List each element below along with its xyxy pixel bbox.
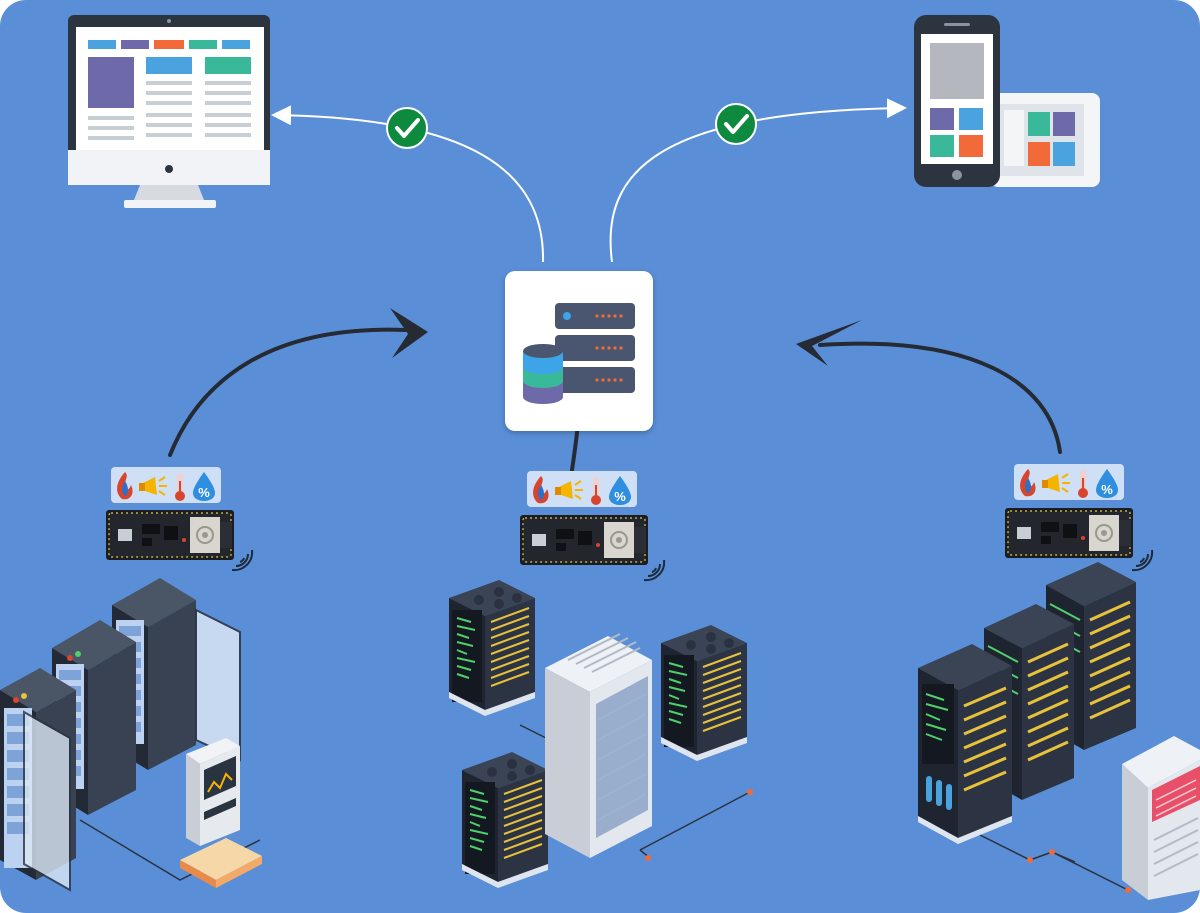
wifi-icon [231, 549, 254, 572]
terminal-kiosk-icon [180, 738, 262, 888]
server-room-left [0, 578, 262, 892]
arrow-left-node-to-hub [168, 308, 428, 457]
central-server-hub [505, 271, 653, 431]
wifi-icon [1131, 549, 1154, 572]
check-circle-icon [386, 107, 428, 149]
sensor-strip-center [526, 470, 638, 508]
microcontroller-board-icon [519, 514, 649, 566]
link-hub-to-mobile [609, 98, 907, 263]
microcontroller-board-icon [105, 509, 235, 561]
mobile-devices-icon [914, 15, 1100, 187]
white-server-unit-icon [1122, 736, 1200, 900]
arrow-right-node-to-hub [796, 320, 1062, 454]
microcontroller-board-icon [1004, 507, 1134, 559]
sensor-strip-left [110, 466, 222, 504]
server-room-right [918, 562, 1200, 900]
sensor-strip-right [1013, 463, 1125, 501]
server-room-center [448, 579, 753, 889]
link-hub-to-desktop [271, 105, 545, 263]
white-server-tower-icon [545, 633, 652, 858]
server-database-icon [523, 303, 635, 404]
desktop-monitor-icon [68, 15, 270, 208]
check-circle-icon [715, 103, 757, 145]
